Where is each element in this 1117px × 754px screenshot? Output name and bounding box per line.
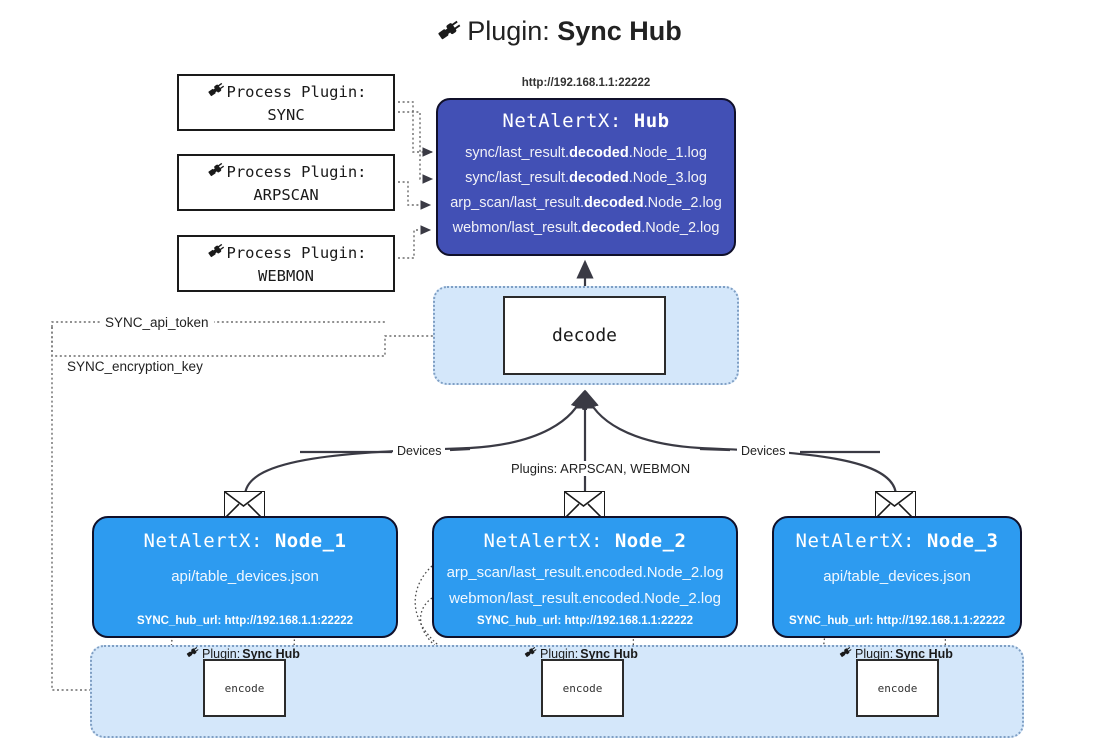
node-2[interactable]: NetAlertX: Node_2 arp_scan/last_result.e…	[432, 516, 738, 638]
label-sync-api-token: SYNC_api_token	[100, 315, 214, 330]
process-plugin-name: WEBMON	[258, 266, 314, 285]
hub-log-row: sync/last_result.decoded.Node_1.log	[465, 145, 707, 161]
node-1[interactable]: NetAlertX: Node_1 api/table_devices.json…	[92, 516, 398, 638]
label-devices-right: Devices	[737, 444, 790, 458]
plug-icon	[185, 645, 200, 662]
hub-title-prefix: NetAlertX:	[502, 110, 634, 132]
hub-log-row: sync/last_result.decoded.Node_3.log	[465, 169, 707, 186]
encode-box-1[interactable]: encode	[203, 659, 286, 717]
encode-box-2[interactable]: encode	[541, 659, 624, 717]
hub-log-list: sync/last_result.decoded.Node_1.log sync…	[438, 141, 734, 241]
label-devices-left: Devices	[393, 444, 446, 458]
node-footer: SYNC_hub_url: http://192.168.1.1:22222	[476, 615, 694, 627]
plug-icon	[206, 241, 226, 265]
plug-icon	[838, 645, 853, 662]
hub-log-row: arp_scan/last_result.decoded.Node_2.log	[450, 194, 722, 211]
title-name: Sync Hub	[557, 16, 682, 46]
plug-icon	[206, 80, 226, 104]
hub-title: NetAlertX: Hub	[438, 110, 734, 132]
plug-icon	[206, 160, 226, 184]
process-plugin-label: Process Plugin:	[226, 83, 367, 102]
process-plugin-name: SYNC	[267, 105, 305, 124]
node-title: NetAlertX: Node_1	[143, 530, 347, 552]
hub-node[interactable]: NetAlertX: Hub sync/last_result.decoded.…	[436, 98, 736, 256]
label-plugins-middle: Plugins: ARPSCAN, WEBMON	[507, 461, 695, 476]
hub-url: http://192.168.1.1:22222	[521, 77, 651, 89]
process-plugin-webmon[interactable]: Process Plugin: WEBMON	[177, 235, 395, 292]
node-title: NetAlertX: Node_2	[483, 530, 687, 552]
plug-icon	[523, 645, 538, 662]
node-title: NetAlertX: Node_3	[795, 530, 999, 552]
hub-log-row: webmon/last_result.decoded.Node_2.log	[452, 219, 720, 236]
label-sync-encryption-key: SYNC_encryption_key	[62, 359, 208, 374]
encoder-label-2: Plugin: Sync Hub	[523, 645, 638, 662]
node-3[interactable]: NetAlertX: Node_3 api/table_devices.json…	[772, 516, 1022, 638]
hub-title-name: Hub	[633, 110, 670, 132]
process-plugin-arpscan[interactable]: Process Plugin: ARPSCAN	[177, 154, 395, 211]
node-footer: SYNC_hub_url: http://192.168.1.1:22222	[788, 615, 1006, 627]
title-lead: Plugin:	[467, 16, 558, 46]
process-plugin-sync[interactable]: Process Plugin: SYNC	[177, 74, 395, 131]
encode-box-3[interactable]: encode	[856, 659, 939, 717]
node-line: webmon/last_result.encoded.Node_2.log	[449, 590, 721, 608]
process-plugin-label: Process Plugin:	[226, 163, 367, 182]
node-line: api/table_devices.json	[171, 568, 319, 585]
node-line: arp_scan/last_result.encoded.Node_2.log	[446, 564, 724, 581]
plug-icon	[435, 17, 463, 50]
node-line: api/table_devices.json	[823, 568, 971, 585]
node-footer: SYNC_hub_url: http://192.168.1.1:22222	[136, 615, 354, 627]
process-plugin-label: Process Plugin:	[226, 244, 367, 263]
encoder-label-1: Plugin: Sync Hub	[185, 645, 300, 662]
page-title: Plugin: Sync Hub	[0, 16, 1117, 50]
decode-box[interactable]: decode	[503, 296, 666, 375]
encoder-label-3: Plugin: Sync Hub	[838, 645, 953, 662]
process-plugin-name: ARPSCAN	[253, 185, 319, 204]
